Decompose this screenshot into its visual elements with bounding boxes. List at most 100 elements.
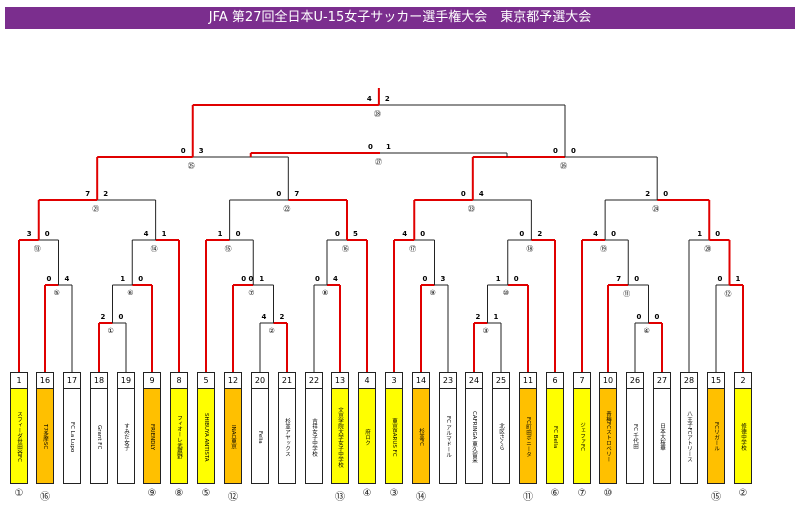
score-right: 0: [715, 230, 721, 238]
score-left: 0: [276, 190, 282, 198]
seed-label: ⑤: [201, 488, 211, 499]
team-name: 東京BARUS FC: [391, 417, 397, 457]
team-number: 1: [11, 373, 27, 389]
team-name: フィオーレ武蔵野: [176, 415, 182, 459]
score-left: 1: [495, 275, 501, 283]
score-right: 2: [537, 230, 543, 238]
score-left: 4: [593, 230, 598, 238]
score-left: 0: [460, 190, 466, 198]
score-right: 2: [279, 313, 285, 321]
team-name: 文京学院大学女子中学校: [337, 406, 343, 468]
team-name: 八王子FCアトリース: [686, 411, 692, 463]
seed-label: ⑧: [174, 488, 184, 499]
score-right: 1: [493, 313, 499, 321]
score-left: 0: [180, 147, 186, 155]
team-number: 8: [171, 373, 187, 389]
match-label: ①: [107, 327, 114, 335]
team-number: 4: [359, 373, 375, 389]
score-right: 0: [634, 275, 640, 283]
score-left: 0: [553, 147, 558, 155]
score-right: 3: [440, 275, 446, 283]
team-number: 27: [654, 373, 670, 389]
seed-label: ⑨: [147, 488, 157, 499]
score-left: 0: [315, 275, 320, 283]
team-name: 杉並FC: [418, 427, 424, 446]
team-number: 3: [386, 373, 402, 389]
team-box: 21 杉並アヤックス: [278, 372, 296, 484]
score-right: 0: [420, 230, 426, 238]
team-name: すみだ女子: [123, 423, 129, 451]
team-number: 24: [466, 373, 482, 389]
score-left: 0: [46, 275, 52, 283]
score-left: 2: [645, 190, 651, 198]
team-name: FC町田ボニータ: [525, 416, 531, 457]
seed-label: ④: [362, 488, 372, 499]
score-right: 0: [118, 313, 124, 321]
seed-label: ③: [389, 488, 399, 499]
match-label: ⑲: [600, 245, 608, 253]
match-label: ⑤: [53, 289, 60, 297]
team-number: 13: [332, 373, 348, 389]
score-right: 0: [138, 275, 144, 283]
score-left: 1: [697, 230, 703, 238]
team-number: 14: [413, 373, 429, 389]
team-box: 13 文京学院大学女子中学校: [331, 372, 349, 484]
score-right: 0: [654, 313, 660, 321]
team-name: ジェファFC: [579, 422, 585, 452]
match-label: ④: [643, 327, 650, 335]
match-label: ⑰: [409, 245, 417, 253]
score-left: 3: [26, 230, 32, 238]
team-number: 7: [574, 373, 590, 389]
match-label: ⑮: [224, 245, 232, 253]
team-number: 12: [225, 373, 241, 389]
score-right: 2: [384, 95, 390, 103]
score-right: 0: [611, 230, 616, 238]
team-number: 2: [735, 373, 751, 389]
score-left: 0: [335, 230, 340, 238]
match-label: ②: [268, 327, 275, 335]
seed-label: ⑭: [416, 492, 426, 503]
seed-label: ⑮: [711, 492, 721, 503]
score-right: 1: [735, 275, 741, 283]
score-left: 4: [143, 230, 149, 238]
match-label: ㉒: [283, 205, 291, 213]
team-box: 3 東京BARUS FC: [385, 372, 403, 484]
team-name: Felia: [257, 430, 263, 444]
score-left: 0: [422, 275, 428, 283]
score-right: 0: [44, 230, 50, 238]
team-box: 7 ジェファFC: [573, 372, 591, 484]
team-number: 11: [520, 373, 536, 389]
score-left: 4: [261, 313, 267, 321]
score-right: 1: [259, 275, 265, 283]
team-name: 修徳中学校: [740, 423, 746, 451]
score-right: 4: [478, 190, 484, 198]
team-name: 青梅FCストロベリー: [605, 411, 611, 463]
team-name: 日本大桜華: [659, 423, 665, 451]
score-left: 2: [475, 313, 481, 321]
score-left: 7: [616, 275, 622, 283]
seed-label: ⑫: [228, 492, 238, 503]
team-name: CAFRINGA 東久留米: [471, 410, 477, 464]
team-number: 21: [279, 373, 295, 389]
score-left: 0: [519, 230, 525, 238]
team-name: 杉並アヤックス: [284, 417, 290, 457]
team-number: 6: [547, 373, 563, 389]
score-left: 2: [100, 313, 106, 321]
team-number: 18: [91, 373, 107, 389]
team-number: 15: [708, 373, 724, 389]
match-label: ⑩: [502, 289, 510, 297]
match-label: ⑯: [342, 245, 349, 253]
team-number: 9: [144, 373, 160, 389]
team-name: FCリガール: [713, 422, 719, 452]
